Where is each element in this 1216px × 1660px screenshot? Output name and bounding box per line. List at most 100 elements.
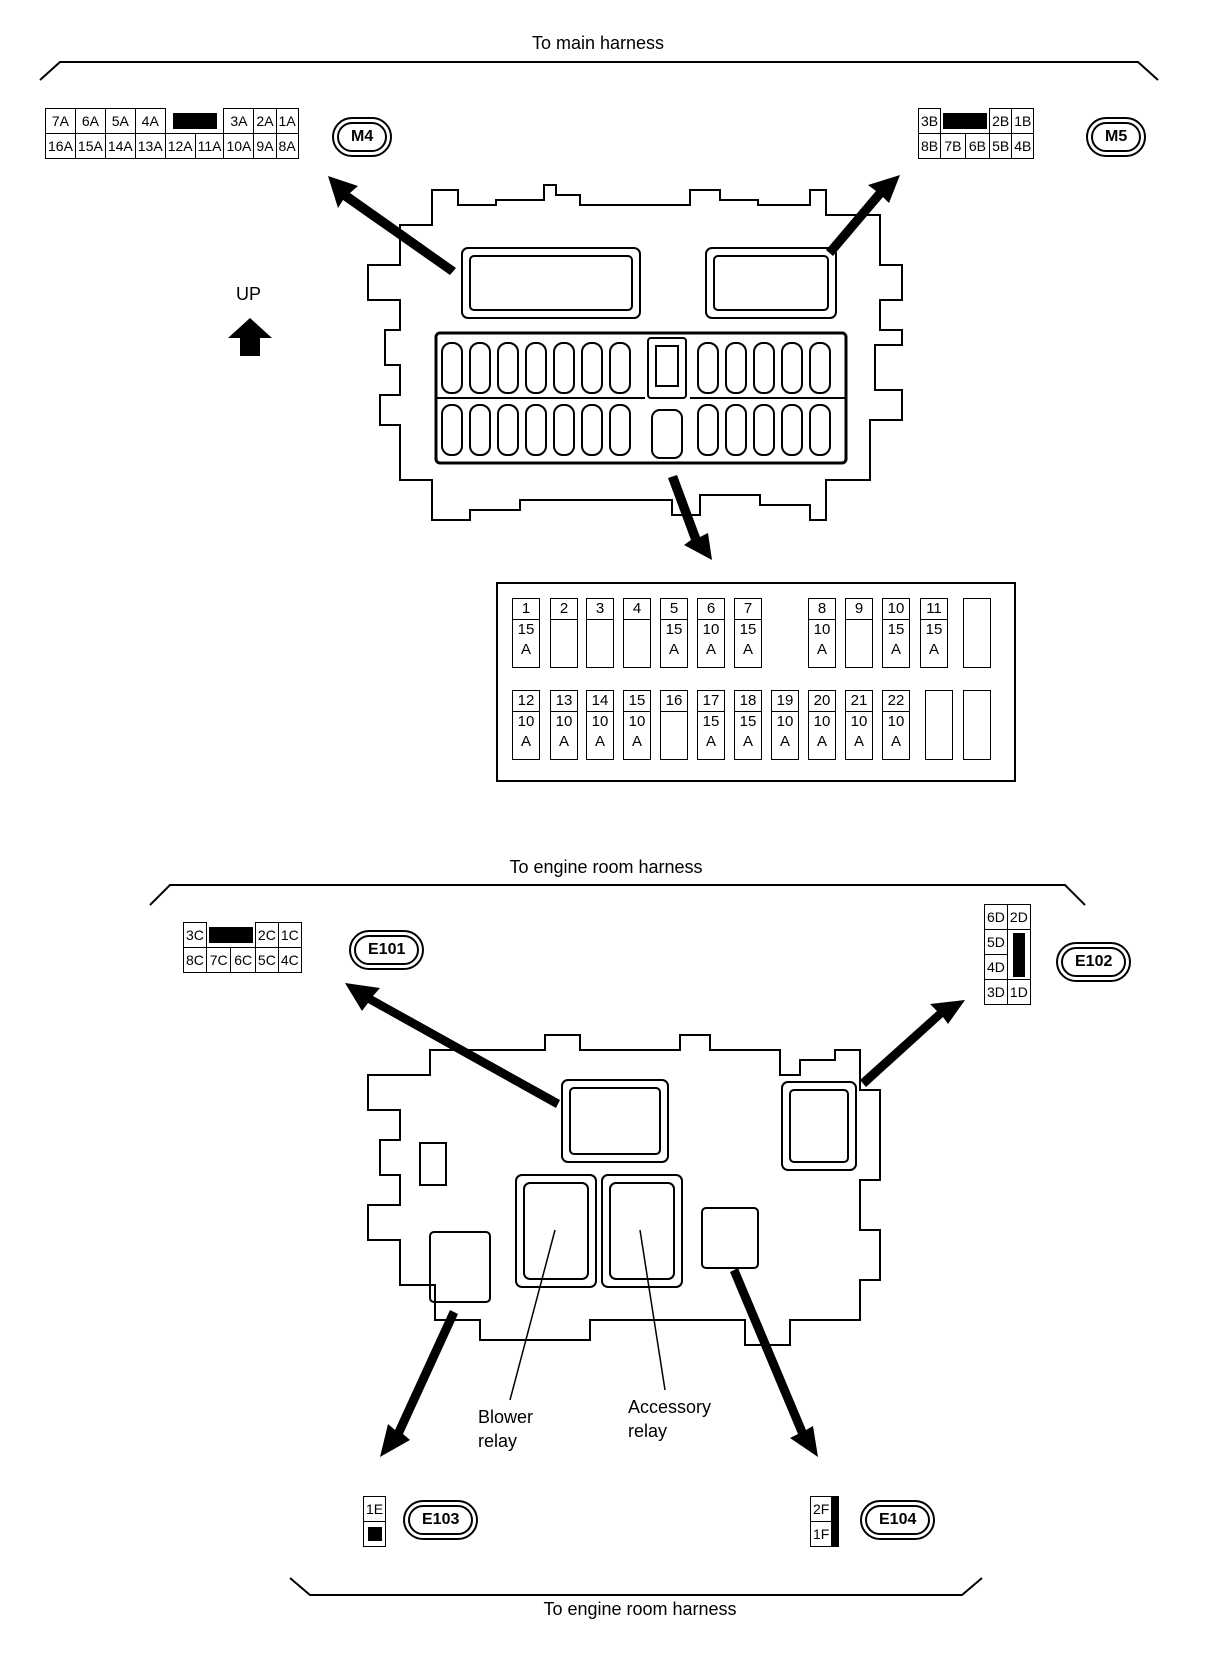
m5-pin: 3B (917, 108, 942, 134)
e104-pin: 2F (809, 1496, 833, 1522)
m4-key (165, 109, 224, 134)
fuse-slot (925, 690, 953, 760)
bottom-harness-title: To engine room harness (543, 1599, 737, 1619)
fuse-amperage: 15 (925, 621, 943, 638)
top-harness-bracket (39, 61, 1159, 81)
m4-pin: 5A (104, 108, 136, 134)
fuse-number: 22 (883, 691, 909, 712)
arrow-to-e103 (380, 1310, 458, 1457)
e102-pin: 1D (1006, 979, 1031, 1005)
fuse-amperage: A (816, 733, 827, 750)
bottom-housing-outline (367, 1034, 881, 1346)
fuse-number: 7 (735, 599, 761, 620)
fuse-number: 10 (883, 599, 909, 620)
m4-pin: 6A (74, 108, 106, 134)
fuse-amperage: A (668, 641, 679, 658)
e101-pin-table: 3C 2C 1C 8C 7C 6C 5C 4C (183, 922, 302, 973)
e102-connector-body (781, 1081, 857, 1171)
e103-connector-body (429, 1231, 491, 1303)
fuse-number: 18 (735, 691, 761, 712)
e102-pin: 5D (984, 929, 1008, 955)
fuse-amperage: 10 (813, 713, 831, 730)
m4-pin: 8A (275, 133, 299, 159)
fuse-slot (963, 690, 991, 760)
fuse-slot: 2 (550, 598, 578, 668)
fuse-number: 13 (551, 691, 577, 712)
fuse-number: 6 (698, 599, 724, 620)
blower-relay-line2: relay (478, 1431, 518, 1451)
m5-connector-badge: M5 (1086, 117, 1147, 157)
m5-connector-body (705, 247, 837, 319)
fuse-amperage: A (520, 641, 531, 658)
m4-pin: 15A (74, 133, 106, 159)
e101-pin: 5C (254, 947, 279, 973)
fuse-number: 8 (809, 599, 835, 620)
m4-pin: 9A (253, 133, 277, 159)
fuse-number: 11 (921, 599, 947, 620)
fuse-amperage: A (928, 641, 939, 658)
fuse-number: 1 (513, 599, 539, 620)
fuse-number: 5 (661, 599, 687, 620)
up-label: UP (236, 284, 262, 304)
m5-id: M5 (1091, 122, 1142, 152)
m4-connector-badge: M4 (332, 117, 393, 157)
arrow-to-e104 (730, 1268, 818, 1457)
e102-pin: 6D (984, 904, 1008, 930)
arrow-to-m5 (826, 175, 900, 256)
blower-relay-label: Blower relay (478, 1405, 533, 1453)
m5-pin: 7B (940, 133, 966, 159)
e101-connector-body (561, 1079, 669, 1163)
fuse-slots-top (441, 342, 831, 394)
m4-pin-table: 7A 6A 5A 4A 3A 2A 1A 16A 15A 14A 13A 12A… (45, 108, 299, 159)
fuse-amperage: A (705, 733, 716, 750)
e103-pin-table: 1E (362, 1496, 387, 1547)
fuse-number: 21 (846, 691, 872, 712)
fuse-amperage: 10 (517, 713, 535, 730)
arrow-to-e101 (345, 983, 560, 1108)
arrow-to-m4 (328, 176, 456, 275)
m5-pin: 1B (1011, 108, 1035, 134)
fuse-slots-bottom (441, 404, 831, 456)
fuse-slot: 9 (845, 598, 873, 668)
fuse-amperage: A (558, 733, 569, 750)
accessory-relay-line1: Accessory (628, 1397, 712, 1417)
small-two-pin (419, 1142, 447, 1186)
fuse-amperage: 15 (887, 621, 905, 638)
e104-pin-table: 2F 1F (809, 1496, 840, 1547)
fuse-amperage: A (520, 733, 531, 750)
e104-key (831, 1496, 840, 1547)
fuse-slot (963, 598, 991, 668)
m4-pin: 4A (134, 108, 166, 134)
fuse-slot: 3 (586, 598, 614, 668)
fuse-number: 2 (551, 599, 577, 620)
m5-pin: 2B (989, 108, 1013, 134)
fuse-amperage: A (742, 641, 753, 658)
arrow-to-e102 (860, 1000, 965, 1087)
arrow-to-fuse-panel (668, 475, 712, 560)
e102-pin: 4D (984, 954, 1008, 980)
fuse-amperage: 15 (665, 621, 683, 638)
m5-pin: 5B (989, 133, 1013, 159)
m4-pin: 16A (45, 133, 76, 159)
e102-pin: 2D (1006, 904, 1031, 930)
fuse-number: 14 (587, 691, 613, 712)
m4-pin: 3A (223, 108, 255, 134)
e101-pin: 7C (205, 947, 232, 973)
fuse-amperage: 15 (739, 621, 757, 638)
fuse-number: 17 (698, 691, 724, 712)
